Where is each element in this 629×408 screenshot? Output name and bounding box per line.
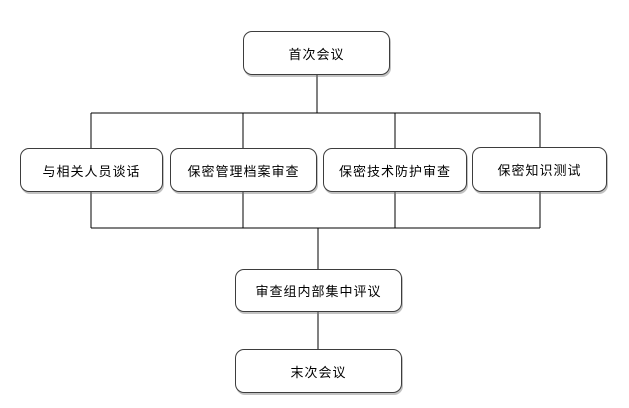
- flowchart-node-knowledge-test: 保密知识测试: [472, 147, 607, 192]
- node-label: 保密技术防护审查: [338, 164, 451, 180]
- node-label: 末次会议: [290, 365, 347, 381]
- flowchart-node-group-evaluation: 审查组内部集中评议: [235, 269, 402, 312]
- node-label: 与相关人员谈话: [42, 164, 141, 180]
- node-label: 审查组内部集中评议: [255, 285, 382, 300]
- node-label: 保密知识测试: [497, 164, 582, 179]
- node-label: 保密管理档案审查: [187, 164, 300, 180]
- flowchart-node-tech-protection: 保密技术防护审查: [323, 148, 467, 192]
- node-label: 首次会议: [288, 47, 345, 63]
- flowchart-node-personnel-talk: 与相关人员谈话: [20, 148, 163, 192]
- flowchart-node-first-meeting: 首次会议: [243, 31, 390, 75]
- flowchart-node-archive-review: 保密管理档案审查: [170, 148, 317, 192]
- flowchart-node-final-meeting: 末次会议: [235, 349, 402, 393]
